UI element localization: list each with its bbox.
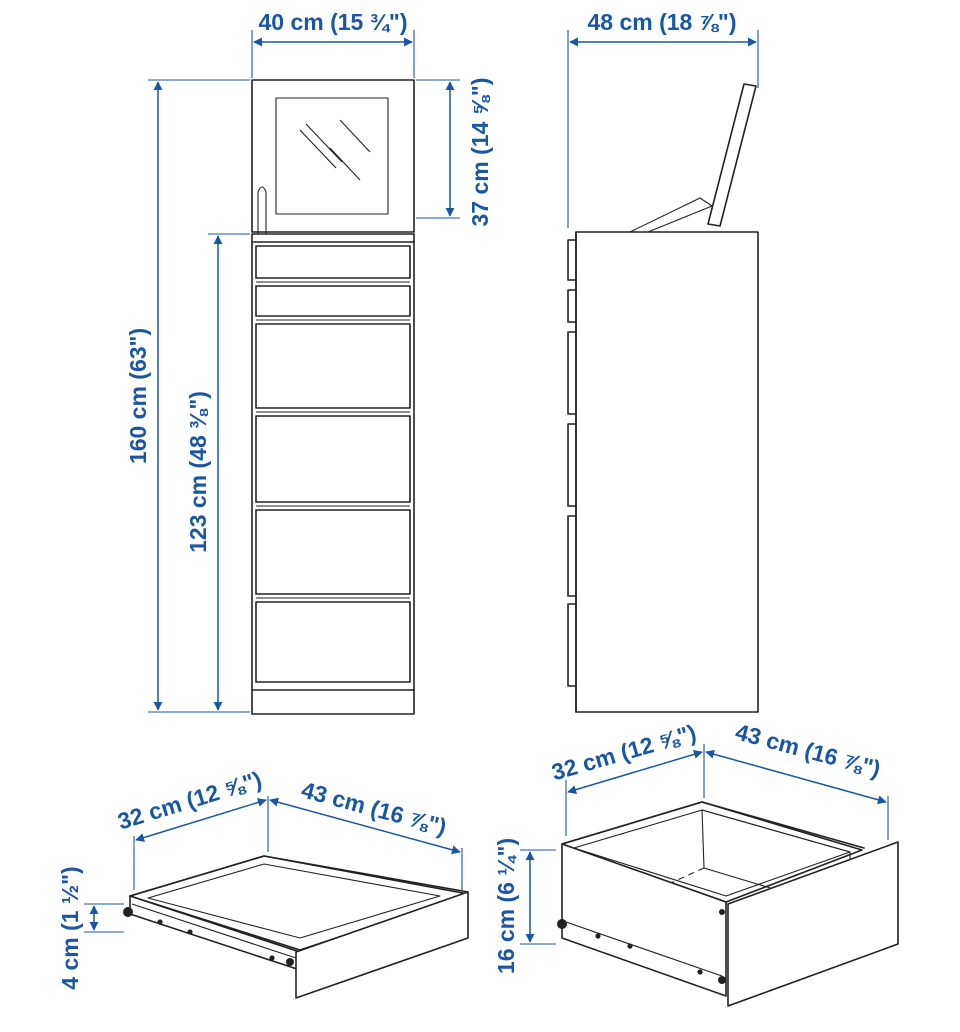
side-body xyxy=(575,231,759,713)
drawer-front-4 xyxy=(255,415,411,503)
total-height-label: 160 cm (63") xyxy=(125,328,151,464)
small-drawer-height-dimension: 4 cm (1 ½") xyxy=(57,866,124,990)
drawer-front-1 xyxy=(255,245,411,279)
mirror-glass xyxy=(275,97,389,215)
side-depth-dimension: 48 cm (18 ⅞") xyxy=(567,9,759,228)
large-drawer xyxy=(557,801,899,1007)
total-height-dimension: 160 cm (63") xyxy=(125,79,250,713)
large-drawer-depth-label: 43 cm (16 ⅞") xyxy=(733,718,884,782)
small-drawer-width-label: 32 cm (12 ⅝") xyxy=(115,766,265,834)
small-drawer-height-label: 4 cm (1 ½") xyxy=(57,866,83,989)
base-height-dimension: 123 cm (48 ⅜") xyxy=(185,233,250,711)
side-view xyxy=(567,83,759,713)
base-height-label: 123 cm (48 ⅜") xyxy=(185,391,211,553)
side-mirror-lid xyxy=(707,83,757,227)
front-width-dimension: 40 cm (15 ¾") xyxy=(251,9,415,78)
side-depth-label: 48 cm (18 ⅞") xyxy=(588,9,737,35)
large-drawer-height-label: 16 cm (6 ¼") xyxy=(493,838,519,974)
mirror-stay xyxy=(257,186,267,236)
drawer-front-3 xyxy=(255,323,411,409)
large-drawer-height-dimension: 16 cm (6 ¼") xyxy=(493,838,556,974)
drawer-front-2 xyxy=(255,285,411,317)
front-view xyxy=(251,79,415,715)
drawer-front-5 xyxy=(255,509,411,595)
mirror-height-label: 37 cm (14 ⅝") xyxy=(467,78,493,227)
small-drawer xyxy=(123,855,469,999)
front-width-label: 40 cm (15 ¾") xyxy=(259,9,408,35)
mirror-frame xyxy=(251,79,415,233)
small-drawer-front xyxy=(295,891,469,999)
large-drawer-front xyxy=(727,841,899,1007)
mirror-height-dimension: 37 cm (14 ⅝") xyxy=(416,78,493,227)
large-drawer-side xyxy=(561,843,727,997)
cabinet-body xyxy=(251,233,415,715)
small-drawer-depth-label: 43 cm (16 ⅞") xyxy=(299,776,450,840)
drawer-front-6 xyxy=(255,601,411,683)
